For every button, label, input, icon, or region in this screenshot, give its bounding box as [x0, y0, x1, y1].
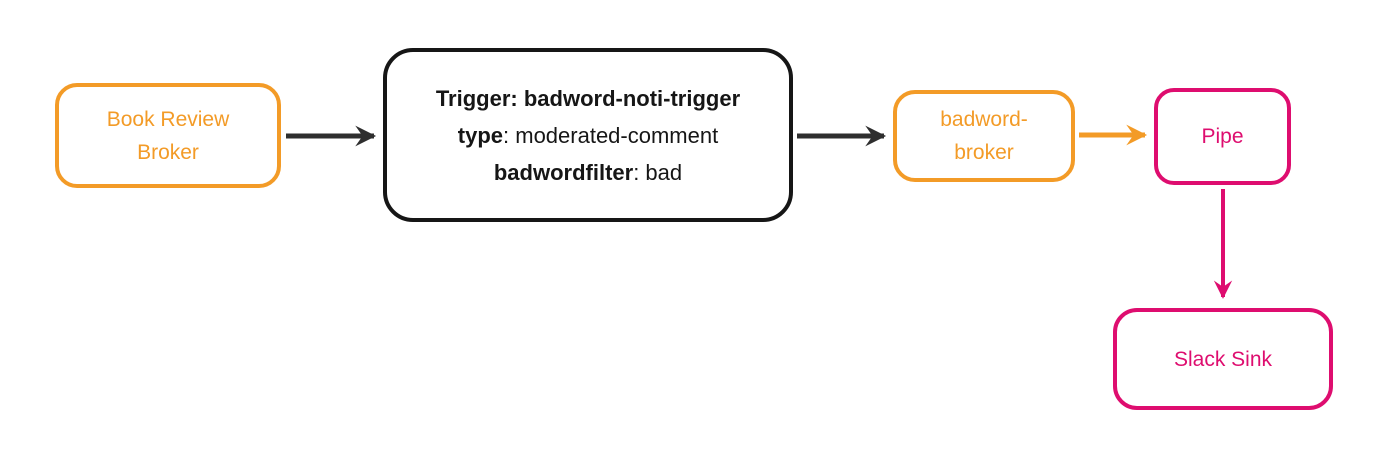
trigger-line2-key: type — [457, 122, 504, 148]
node-pipe-label: Pipe — [1201, 125, 1244, 148]
node-book-review-broker-label: Book Review Broker — [106, 107, 230, 164]
node-badword-broker-label: badword-broker — [940, 108, 1028, 164]
trigger-line-3: badwordfilter: bad — [494, 154, 682, 191]
trigger-line2-value: : moderated-comment — [503, 122, 719, 148]
node-pipe: Pipe — [1154, 88, 1291, 185]
node-book-review-broker: Book Review Broker — [55, 83, 281, 188]
trigger-line-2: type: moderated-comment — [458, 117, 718, 154]
trigger-line3-value: : bad — [633, 159, 683, 185]
trigger-line1-text: Trigger: badword-noti-trigger — [435, 85, 741, 111]
node-slack-sink: Slack Sink — [1113, 308, 1333, 410]
node-slack-sink-label: Slack Sink — [1173, 347, 1273, 371]
node-trigger: Trigger: badword-noti-trigger type: mode… — [383, 48, 793, 222]
node-badword-broker: badword-broker — [893, 90, 1075, 182]
trigger-line3-key: badwordfilter — [493, 159, 634, 185]
trigger-line-1: Trigger: badword-noti-trigger — [436, 80, 740, 117]
